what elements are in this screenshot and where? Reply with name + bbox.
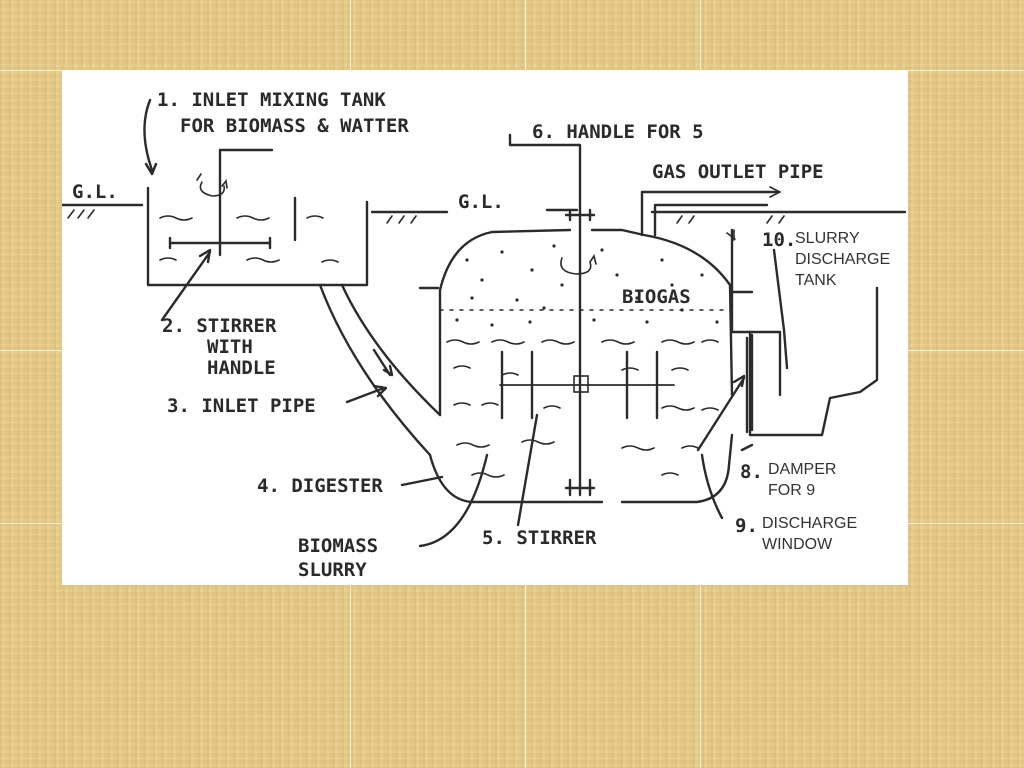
central-stirrer <box>499 133 675 497</box>
slurry-discharge-tank <box>726 228 879 437</box>
leader-lines <box>143 98 754 548</box>
diagram-drawing: 1. INLET MIXING TANK FOR BIOMASS & WATTE… <box>62 89 907 581</box>
label-window-num: 9. <box>735 515 758 537</box>
damper-discharge-window <box>745 333 754 434</box>
label-inlet-tank-1: 1. INLET MIXING TANK <box>157 89 386 111</box>
label-digester: 4. DIGESTER <box>257 475 383 497</box>
biogas-dots <box>455 244 719 327</box>
label-slurry-tank-1: SLURRY <box>795 230 860 247</box>
diagram-labels: 1. INLET MIXING TANK FOR BIOMASS & WATTE… <box>72 89 890 581</box>
label-slurry-tank-3: TANK <box>795 272 837 289</box>
inlet-pipe <box>318 283 442 457</box>
label-damper-1: DAMPER <box>768 461 836 478</box>
ground-line-right <box>650 210 907 224</box>
label-handle: 6. HANDLE FOR 5 <box>532 121 704 143</box>
biogas-plant-diagram: 1. INLET MIXING TANK FOR BIOMASS & WATTE… <box>62 70 908 585</box>
ground-line-left <box>62 203 144 219</box>
inlet-stirrer-handle <box>168 148 297 257</box>
label-slurry-tank-2: DISCHARGE <box>795 251 890 268</box>
label-gas-outlet: GAS OUTLET PIPE <box>652 161 824 183</box>
label-gl-left: G.L. <box>72 181 118 203</box>
label-biomass-2: SLURRY <box>298 559 367 581</box>
label-damper-2: FOR 9 <box>768 482 815 499</box>
label-window-1: DISCHARGE <box>762 515 857 532</box>
label-stirrer-handle-1: 2. STIRRER <box>162 315 277 337</box>
ground-line-center <box>370 208 579 224</box>
label-biomass-1: BIOMASS <box>298 535 378 557</box>
label-stirrer-handle-3: HANDLE <box>207 357 276 379</box>
inlet-mixing-tank <box>146 186 369 287</box>
label-biogas: BIOGAS <box>622 286 691 308</box>
label-gl-center: G.L. <box>458 191 504 213</box>
slurry-waves <box>446 339 719 478</box>
label-slurry-tank-num: 10. <box>762 229 796 251</box>
label-inlet-tank-2: FOR BIOMASS & WATTER <box>180 115 409 137</box>
label-stirrer: 5. STIRRER <box>482 527 597 549</box>
label-stirrer-handle-2: WITH <box>207 336 253 358</box>
gas-outlet-pipe <box>640 186 782 237</box>
label-window-2: WINDOW <box>762 536 833 553</box>
label-inlet-pipe: 3. INLET PIPE <box>167 395 316 417</box>
label-damper-num: 8. <box>740 461 763 483</box>
